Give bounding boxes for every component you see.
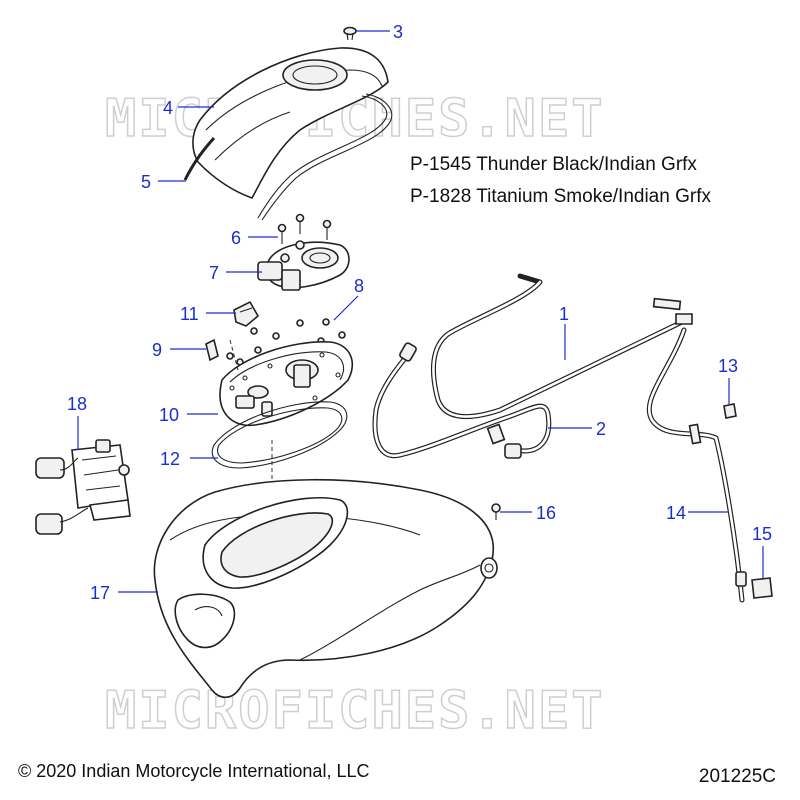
callout-13: 13 [718, 356, 738, 376]
callout-17: 17 [90, 583, 110, 603]
callout-12: 12 [160, 449, 180, 469]
callout-5: 5 [141, 172, 151, 192]
part-3-screw [343, 26, 357, 41]
part-10-mounting-plate [219, 341, 354, 427]
part-7-fuel-cap-assembly [257, 240, 350, 291]
part-16-screw [491, 503, 501, 520]
callout-14: 14 [666, 503, 686, 523]
part-4-tank-console-cover [192, 47, 389, 199]
callout-3: 3 [393, 22, 403, 42]
variant-line-2: P-1828 Titanium Smoke/Indian Grfx [410, 186, 711, 207]
part-11-connector [233, 300, 260, 327]
variant-line-1: P-1545 Thunder Black/Indian Grfx [410, 154, 697, 175]
part-15-clip [751, 577, 773, 599]
callout-6: 6 [231, 228, 241, 248]
part-1-vent-hose [430, 273, 693, 420]
part-2-hose [372, 342, 552, 459]
part-18-fuel-pump [35, 439, 131, 535]
part-14-hose [646, 327, 747, 603]
callout-1: 1 [559, 304, 569, 324]
callout-15: 15 [752, 524, 772, 544]
part-12-gasket [211, 401, 348, 469]
callout-11: 11 [180, 304, 199, 324]
alignment-line-2 [229, 339, 239, 371]
callout-10: 10 [159, 405, 179, 425]
callout-9: 9 [152, 340, 162, 360]
callout-18: 18 [67, 394, 87, 414]
part-5-cover-seal [183, 93, 393, 221]
callout-7: 7 [209, 263, 219, 283]
part-17-fuel-tank [153, 478, 498, 699]
diagram-reference-number: 201225C [698, 766, 776, 787]
part-13-clip [723, 403, 737, 419]
copyright-notice: © 2020 Indian Motorcycle International, … [18, 761, 370, 781]
callout-8: 8 [354, 276, 364, 296]
watermark-bottom: MICROFICHES.NET [105, 681, 605, 741]
part-9-clip [205, 338, 219, 362]
leader-lines [77, 30, 764, 593]
callout-labels: 3 4 5 6 7 8 11 9 10 12 17 18 1 2 13 14 1… [67, 22, 772, 603]
part-6-screws [277, 213, 332, 244]
callout-2: 2 [596, 419, 606, 439]
callout-4: 4 [163, 98, 173, 118]
callout-16: 16 [536, 503, 556, 523]
